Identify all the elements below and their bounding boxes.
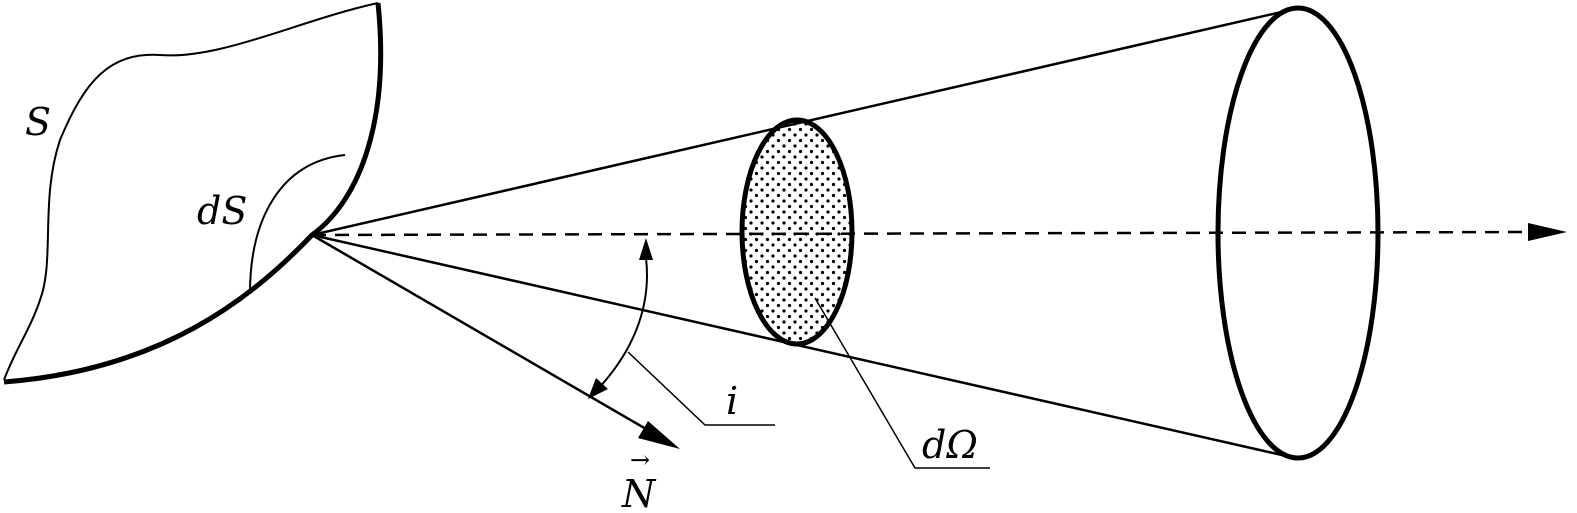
- angle-arc-arrow-bottom: [588, 378, 608, 399]
- leader-angle-i: [627, 351, 775, 426]
- normal-arrowhead: [638, 421, 680, 449]
- surface-s: [3, 2, 384, 385]
- angle-arc-arrow-top: [639, 238, 653, 260]
- patch-ds: [249, 154, 346, 294]
- cone-axis: [311, 223, 1567, 241]
- label-angle: i: [726, 379, 738, 423]
- leader-lines: [627, 297, 990, 469]
- cone-lower-edge: [311, 233, 1296, 460]
- surface-outline: [3, 2, 379, 381]
- leader-solid-angle: [814, 297, 990, 469]
- normal-vector: [311, 233, 680, 449]
- angle-arc-path: [596, 257, 648, 391]
- angle-arc: [588, 238, 653, 399]
- solid-angle-section: [739, 117, 855, 347]
- label-normal-arrow: →: [630, 446, 650, 474]
- label-element: dS: [197, 189, 247, 233]
- label-normal: N: [621, 472, 657, 513]
- normal-line: [311, 233, 666, 442]
- label-solid-angle: dΩ: [922, 423, 978, 467]
- dotted-ellipse: [739, 117, 855, 347]
- axis-arrowhead: [1528, 223, 1567, 241]
- label-surface: S: [25, 100, 51, 144]
- surface-bold-edge: [3, 2, 384, 385]
- axis-dashed-line: [311, 230, 1531, 237]
